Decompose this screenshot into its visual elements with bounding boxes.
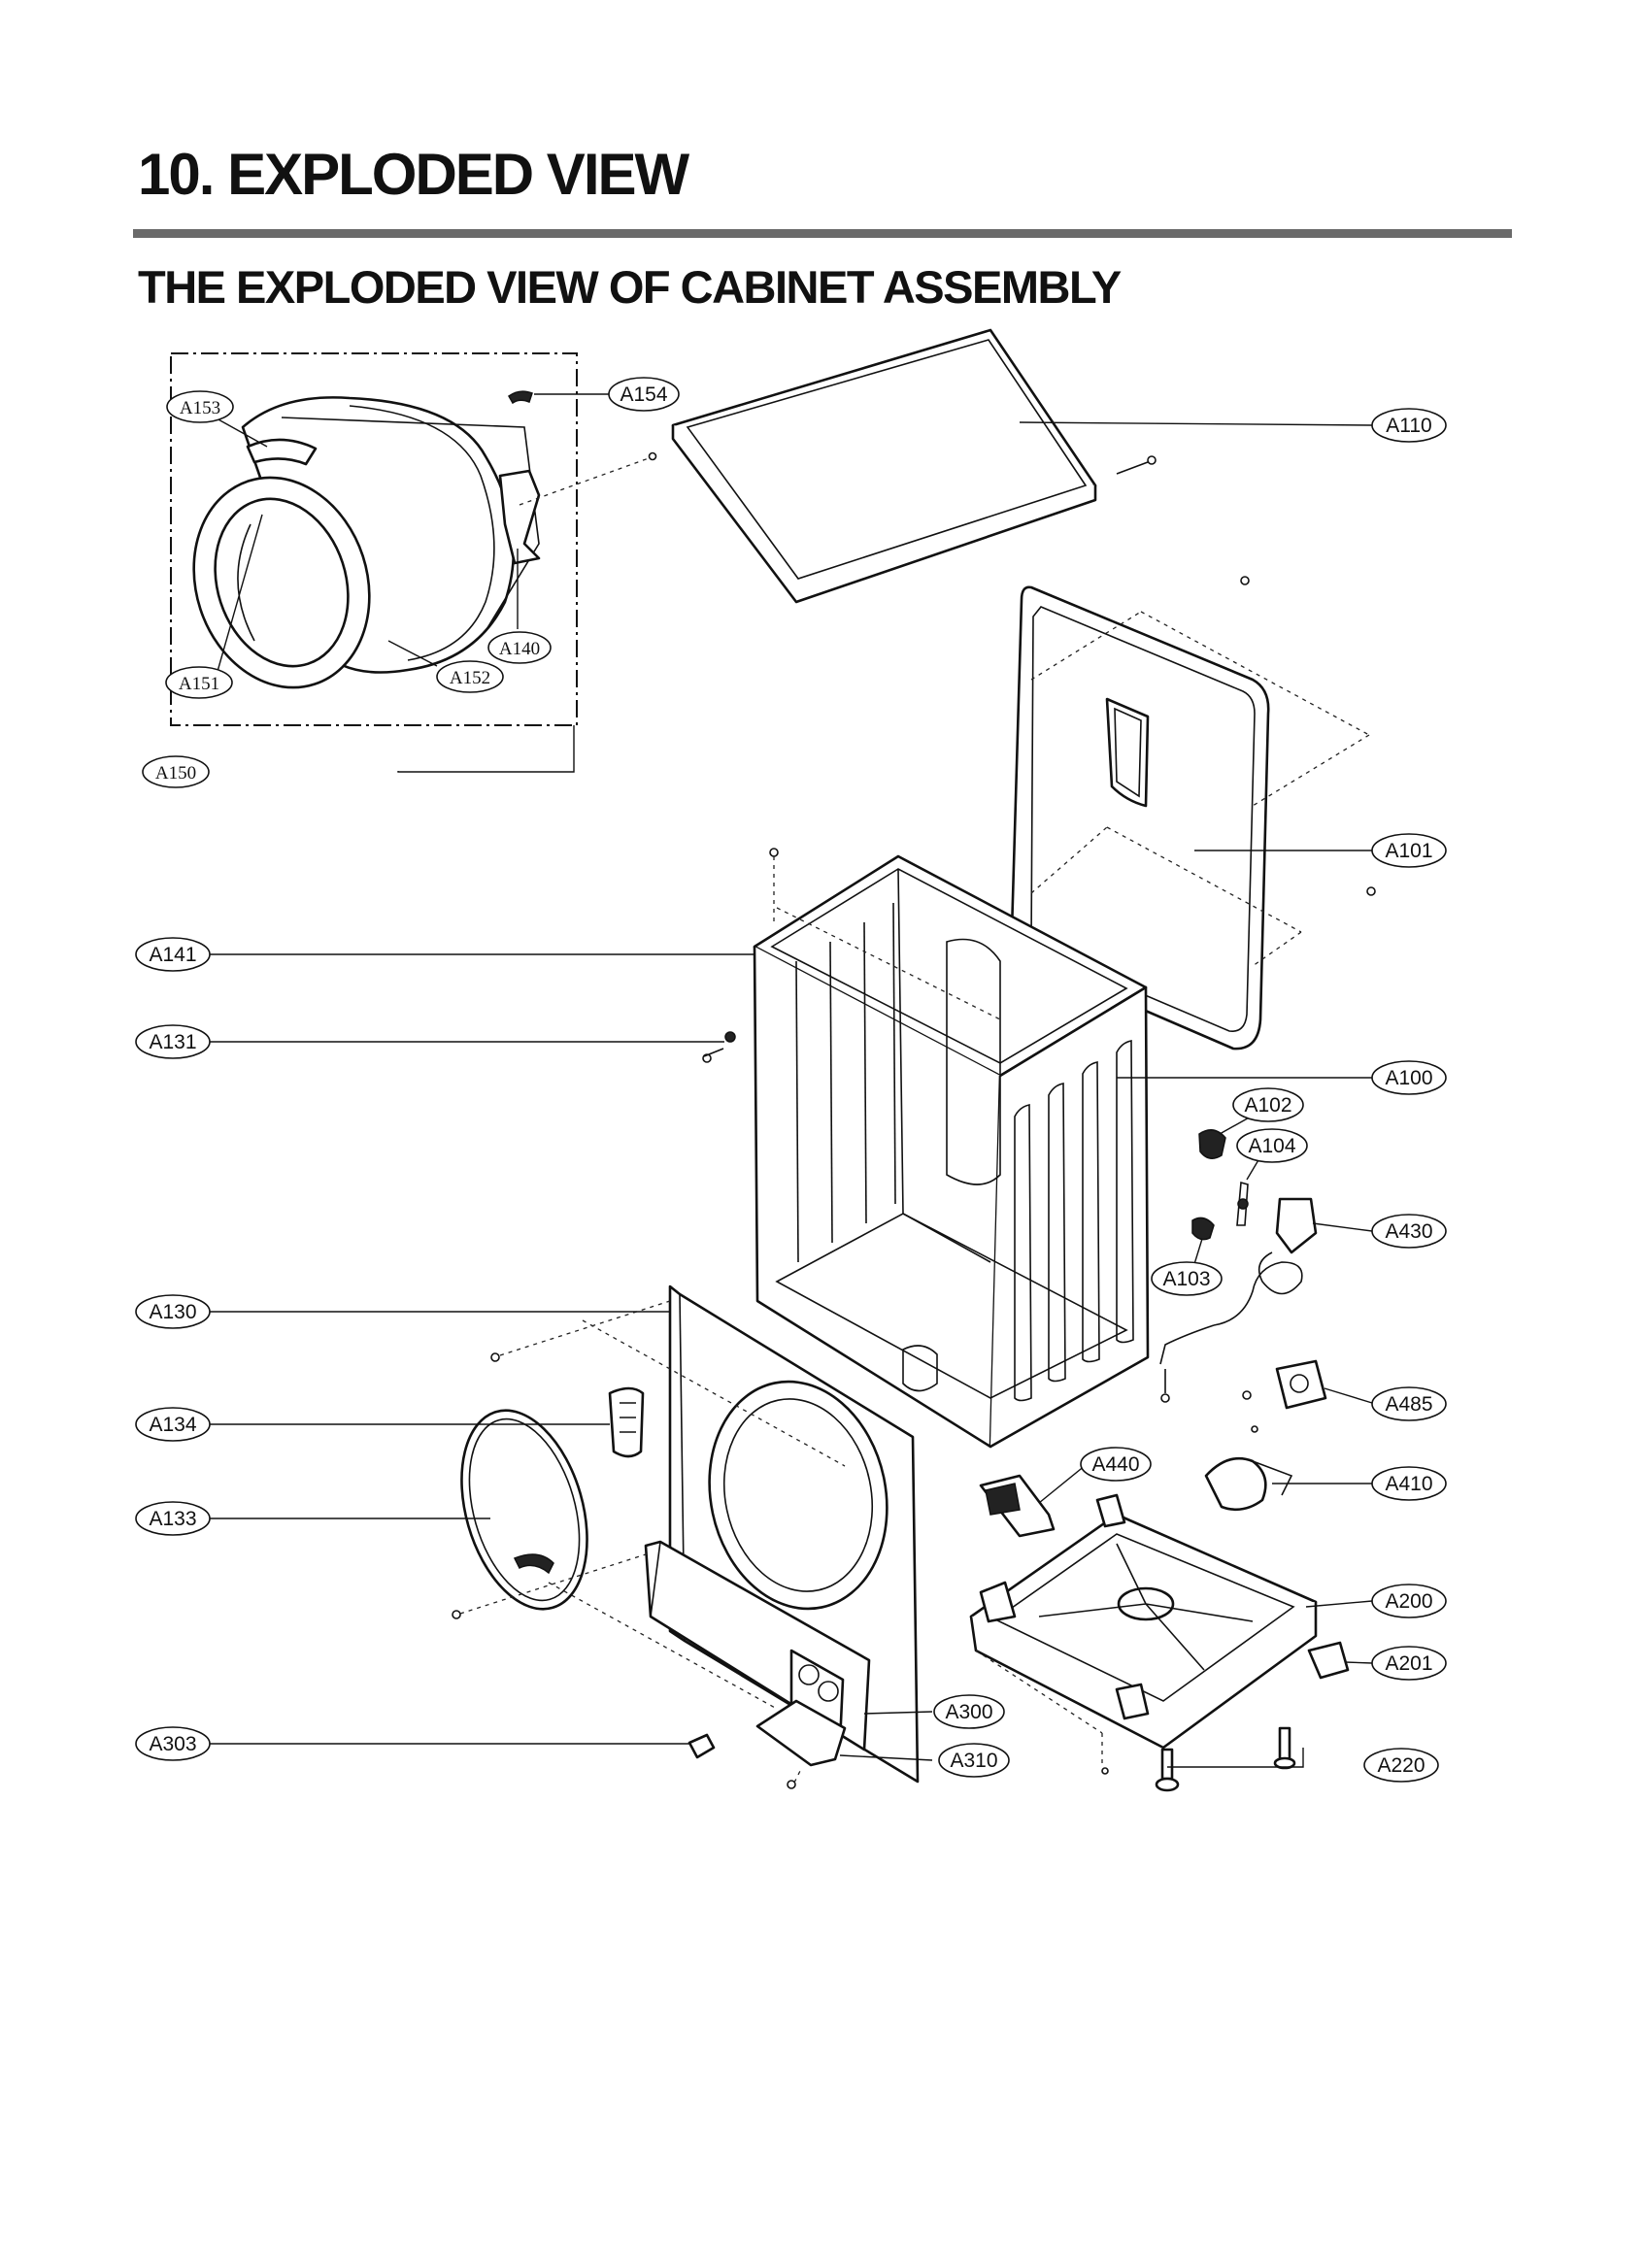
callout-A430: A430 <box>1371 1214 1447 1249</box>
svg-text:A154: A154 <box>620 384 667 406</box>
callout-A110: A110 <box>1371 408 1447 443</box>
callout-A200: A200 <box>1371 1584 1447 1618</box>
svg-text:A201: A201 <box>1385 1652 1432 1675</box>
callout-A310: A310 <box>938 1743 1010 1778</box>
callout-A100: A100 <box>1371 1060 1447 1095</box>
section-title: THE EXPLODED VIEW OF CABINET ASSEMBLY <box>138 261 1122 313</box>
callout-A133: A133 <box>135 1501 211 1536</box>
rear-panel <box>1010 576 1376 1051</box>
callout-A440: A440 <box>1080 1447 1152 1482</box>
callout-A154: A154 <box>608 377 680 412</box>
callout-A201: A201 <box>1371 1646 1447 1681</box>
callout-A151: A151 <box>165 666 233 699</box>
leader-lines <box>183 393 1373 1761</box>
callout-A303: A303 <box>135 1726 211 1761</box>
callout-A141: A141 <box>135 937 211 972</box>
svg-text:A310: A310 <box>950 1750 997 1772</box>
svg-text:A152: A152 <box>450 668 490 688</box>
callout-A152: A152 <box>436 660 504 693</box>
callout-A102: A102 <box>1232 1087 1304 1122</box>
door-lock-part <box>608 1386 645 1458</box>
svg-text:A102: A102 <box>1244 1094 1291 1117</box>
svg-text:A151: A151 <box>179 674 219 694</box>
svg-text:A485: A485 <box>1385 1393 1432 1416</box>
svg-text:A410: A410 <box>1385 1473 1432 1495</box>
svg-text:A134: A134 <box>149 1414 196 1436</box>
svg-text:A104: A104 <box>1248 1135 1295 1157</box>
door-assembly-inset <box>170 352 657 773</box>
callout-A131: A131 <box>135 1024 211 1059</box>
base-frame <box>969 1493 1350 1792</box>
callout-A104: A104 <box>1236 1128 1308 1163</box>
callout-A150: A150 <box>142 755 210 788</box>
svg-text:A303: A303 <box>149 1733 196 1755</box>
callout-A101: A101 <box>1371 833 1447 868</box>
page-title: 10. EXPLODED VIEW <box>138 142 689 207</box>
svg-text:A430: A430 <box>1385 1220 1432 1243</box>
svg-text:A131: A131 <box>149 1031 196 1053</box>
gasket-ring <box>460 1409 588 1611</box>
svg-text:A130: A130 <box>149 1301 196 1323</box>
svg-text:A133: A133 <box>149 1508 196 1530</box>
svg-text:A110: A110 <box>1386 415 1432 437</box>
callout-A410: A410 <box>1371 1466 1447 1501</box>
svg-text:A220: A220 <box>1377 1754 1425 1777</box>
callout-A153: A153 <box>166 390 234 423</box>
callout-A134: A134 <box>135 1407 211 1442</box>
svg-text:A200: A200 <box>1385 1590 1432 1613</box>
callout-A300: A300 <box>933 1694 1005 1729</box>
svg-text:A101: A101 <box>1385 840 1432 862</box>
svg-text:A100: A100 <box>1385 1067 1432 1089</box>
callout-A103: A103 <box>1151 1261 1223 1296</box>
title-rule <box>133 229 1512 238</box>
svg-text:A153: A153 <box>180 398 220 418</box>
callout-A130: A130 <box>135 1294 211 1329</box>
callout-A140: A140 <box>487 631 552 664</box>
svg-text:A103: A103 <box>1162 1268 1210 1290</box>
electrical-parts <box>979 1129 1327 1538</box>
cabinet-body <box>702 848 1150 1449</box>
svg-text:A300: A300 <box>945 1701 992 1723</box>
top-plate <box>671 328 1157 604</box>
svg-text:A150: A150 <box>155 763 196 784</box>
svg-text:A141: A141 <box>149 944 196 966</box>
lower-cover <box>452 1540 871 1789</box>
callout-A485: A485 <box>1371 1386 1447 1421</box>
callout-A220: A220 <box>1363 1748 1439 1783</box>
svg-text:A440: A440 <box>1091 1453 1139 1476</box>
svg-text:A140: A140 <box>499 639 540 659</box>
